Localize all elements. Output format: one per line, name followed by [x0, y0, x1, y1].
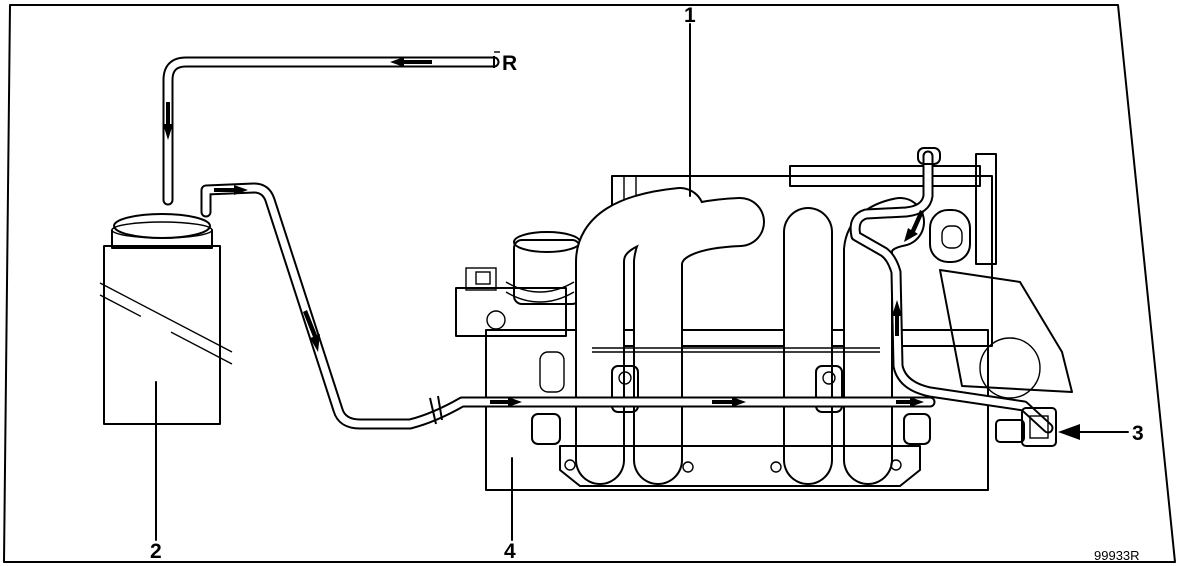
arrow-purge-right: [214, 185, 248, 195]
fuel-rail: [789, 165, 981, 187]
arrow-valve-upper: [904, 210, 924, 242]
label-4: 4: [504, 540, 516, 563]
intake-runners: [559, 187, 925, 487]
purge-pipe: [200, 182, 936, 430]
canister-strap: [99, 282, 233, 353]
reference-code: 99933R: [1094, 548, 1140, 563]
label-r: R: [502, 52, 517, 75]
arrow-rail-3: [896, 397, 924, 407]
arrow-return-down: [163, 102, 173, 140]
frame-border: [3, 4, 1176, 563]
valve-pipe: [849, 147, 1054, 434]
arrow-rail-1: [490, 397, 522, 407]
throttle-body: [939, 269, 1073, 393]
arrow-purge-down: [303, 310, 320, 352]
engine-block: [455, 267, 989, 491]
solenoid-valve: [995, 407, 1057, 447]
arrow-rail-2: [712, 397, 746, 407]
canister: [99, 213, 233, 425]
label-1: 1: [684, 4, 696, 27]
label-2: 2: [150, 540, 162, 563]
label-3: 3: [1132, 422, 1144, 445]
flow-arrows: [163, 57, 924, 407]
arrow-valve-up: [892, 300, 902, 336]
leader-arrow-3: [1058, 424, 1080, 440]
manifold-flange: [559, 445, 921, 487]
return-pipe: [162, 56, 500, 206]
arrow-return-left: [390, 57, 432, 67]
